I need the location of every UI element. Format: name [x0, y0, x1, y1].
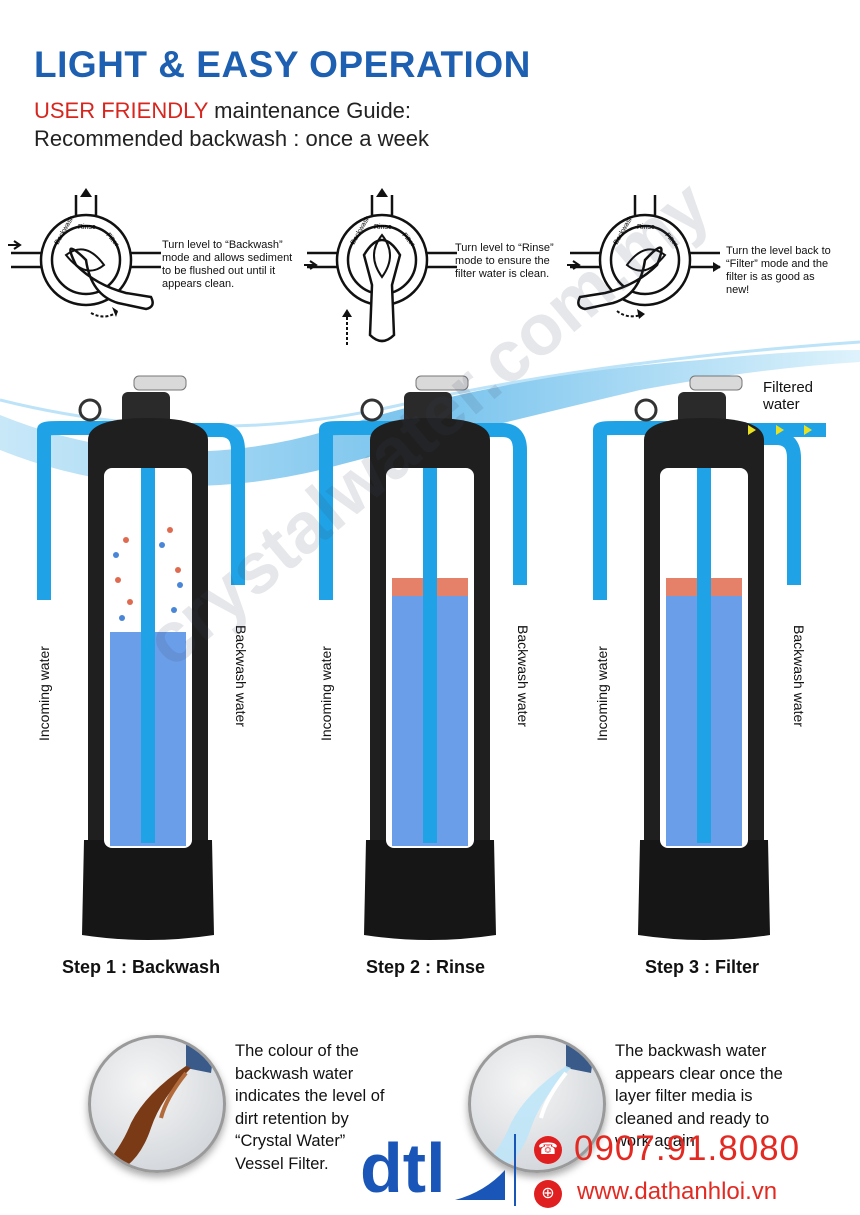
dial-label-backwash: Backwash	[54, 215, 76, 246]
dial-label-backwash: Backwash	[350, 215, 372, 246]
dial-label-rinse: Rinse	[78, 224, 96, 231]
valve-backwash-dial-labels: Backwash Rinse Filter	[54, 215, 121, 249]
tank-step3-filter	[593, 375, 826, 940]
clear-water-caption: The backwash water appears clear once th…	[615, 1042, 783, 1150]
step-1-label: Step 1 : Backwash	[62, 957, 221, 977]
incoming-water-label-3: Incoming water	[594, 646, 610, 741]
valve-filter-text: Turn the level back to “Filter” mode and…	[726, 245, 831, 296]
valve-backwash-diagram	[8, 188, 161, 318]
dial-label-rinse: Rinse	[637, 224, 655, 231]
subtitle-line2: Recommended backwash : once a week	[34, 126, 429, 151]
website-link[interactable]: www.dathanhloi.vn	[577, 1178, 778, 1205]
dirty-water-caption: The colour of the backwash water indicat…	[235, 1042, 385, 1173]
step-3-label: Step 3 : Filter	[645, 957, 760, 977]
phone-icon: ☎	[534, 1136, 562, 1164]
incoming-water-label-2: Incoming water	[318, 646, 334, 741]
subtitle-rest: maintenance Guide:	[208, 98, 412, 123]
dtl-logo: dtl	[360, 1129, 510, 1210]
dial-label-rinse: Rinse	[374, 224, 392, 231]
valve-rinse-text: Turn level to “Rinse” mode to ensure the…	[455, 242, 554, 280]
subtitle: USER FRIENDLY maintenance Guide: Recomme…	[34, 97, 429, 153]
dial-label-filter: Filter	[663, 232, 679, 249]
page-title: LIGHT & EASY OPERATION	[34, 44, 531, 85]
contact-divider	[514, 1134, 516, 1206]
dtl-logo-text: dtl	[360, 1130, 446, 1205]
valve-rinse-dial-labels: Backwash Rinse Filter	[350, 215, 417, 249]
filtered-water-label: Filtered water	[763, 379, 814, 413]
backwash-water-label-1: Backwash water	[233, 625, 249, 727]
valve-filter-diagram	[567, 195, 721, 319]
dial-label-filter: Filter	[104, 232, 120, 249]
dial-label-backwash: Backwash	[613, 215, 635, 246]
valve-rinse-diagram	[304, 188, 457, 345]
dial-label-filter: Filter	[400, 232, 416, 249]
tank-step2-rinse	[319, 375, 527, 940]
incoming-water-label-1: Incoming water	[36, 646, 52, 741]
subtitle-accent: USER FRIENDLY	[34, 98, 209, 123]
phone-number[interactable]: 0907.91.8080	[574, 1129, 801, 1168]
step-2-label: Step 2 : Rinse	[366, 957, 486, 977]
backwash-water-label-2: Backwash water	[515, 625, 531, 727]
tank-step1-backwash	[37, 375, 245, 940]
backwash-water-label-3: Backwash water	[791, 625, 807, 727]
valve-backwash-text: Turn level to “Backwash” mode and allows…	[162, 239, 293, 290]
dirty-water-photo	[88, 1035, 226, 1173]
valve-filter-dial-labels: Backwash Rinse Filter	[613, 215, 680, 249]
globe-icon: ⊕	[534, 1180, 562, 1208]
